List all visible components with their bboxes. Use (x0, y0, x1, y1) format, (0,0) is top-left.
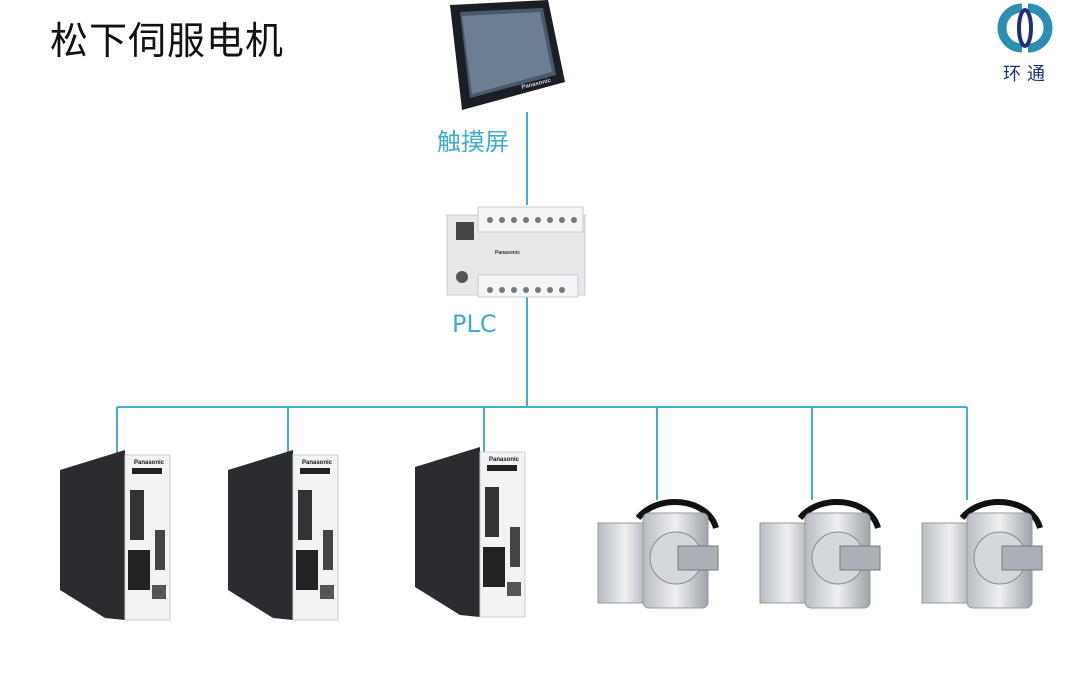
logo-text: 环通 (1003, 64, 1051, 85)
plc-unit: Panasonic (446, 206, 586, 298)
hmi-label: 触摸屏 (437, 128, 509, 156)
logo-icon (997, 3, 1053, 53)
servo-motor-3 (921, 499, 1043, 609)
driver-brand: Panasonic (489, 457, 520, 463)
page-title: 松下伺服电机 (50, 19, 285, 63)
hmi-touchscreen: Panasonic (450, 0, 565, 110)
servo-motor-1 (597, 499, 719, 609)
servo-motor-2 (759, 499, 881, 609)
connector-lines (116, 112, 968, 500)
driver-brand: Panasonic (302, 460, 333, 466)
plc-label: PLC (452, 310, 497, 338)
servo-driver-3: Panasonic (415, 447, 526, 618)
servo-driver-1: Panasonic (60, 450, 171, 621)
servo-driver-2: Panasonic (228, 450, 339, 621)
plc-brand: Panasonic (495, 250, 520, 256)
driver-brand: Panasonic (134, 460, 165, 466)
